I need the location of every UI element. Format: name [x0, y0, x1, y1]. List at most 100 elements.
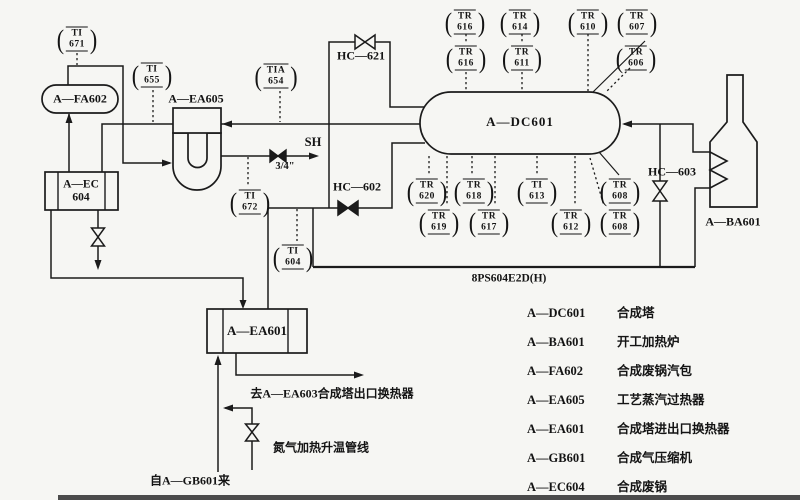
paren-left-icon	[445, 8, 452, 36]
pipe-ea601-outlet	[235, 353, 361, 376]
legend-tag: A—BA601	[527, 335, 585, 349]
instrument-number: 608	[612, 222, 628, 232]
legend-tag: A—GB601	[527, 451, 586, 465]
instrument-number: 606	[628, 58, 644, 68]
ec604-label-line2: 604	[72, 191, 90, 203]
paren-left-icon	[446, 44, 453, 72]
paren-right-icon	[306, 243, 313, 271]
valve-sh-34	[269, 148, 287, 164]
ec604-label-line1: A—EC	[63, 178, 99, 191]
pipe-furnace-to-vessel	[624, 123, 710, 153]
instrument-tag: TR	[457, 11, 473, 22]
instrument-tag: TR	[563, 211, 579, 222]
legend-tag: A—EA605	[527, 393, 585, 407]
paren-right-icon	[550, 177, 557, 205]
instrument-tag: TR	[481, 211, 497, 222]
arrow-feed-up	[214, 355, 222, 365]
valve-hc603	[651, 180, 669, 202]
paren-left-icon	[273, 243, 280, 271]
instrument-tag: TR	[512, 11, 528, 22]
legend-name: 开工加热炉	[617, 335, 680, 349]
paren-left-icon	[617, 8, 624, 36]
legend-name: 合成废锅	[617, 480, 668, 494]
paren-left-icon	[454, 177, 461, 205]
instrument-number: 607	[629, 22, 645, 32]
paren-right-icon	[633, 177, 640, 205]
instrument-number: 671	[69, 39, 85, 49]
paren-right-icon	[440, 177, 447, 205]
paren-right-icon	[533, 8, 540, 36]
pipe-hc621-bypass	[328, 41, 430, 124]
instrument-number: 655	[144, 75, 160, 85]
fa602-label: A—FA602	[53, 91, 107, 106]
legend-tag: A—EA601	[527, 422, 585, 436]
paren-right-icon	[452, 208, 459, 236]
paren-right-icon	[479, 44, 486, 72]
arrow-into-fa602	[65, 113, 73, 123]
paren-left-icon	[419, 208, 426, 236]
paren-left-icon	[469, 208, 476, 236]
paren-right-icon	[478, 8, 485, 36]
paren-right-icon	[633, 208, 640, 236]
instrument-number: 608	[612, 191, 628, 201]
hc621-label: HC—621	[337, 48, 385, 63]
instrument-tag: TI	[287, 246, 299, 257]
legend-tag: A—FA602	[527, 364, 584, 378]
paren-right-icon	[263, 188, 270, 216]
instrument-number: 672	[242, 202, 258, 212]
scan-edge-bar	[58, 495, 800, 500]
ba601-furnace	[709, 74, 758, 208]
instrument-number: 612	[563, 222, 579, 232]
annotation-to-ea603: 去A—EA603合成塔出口换热器	[250, 386, 414, 401]
furnace-coil	[708, 151, 729, 189]
paren-right-icon	[290, 62, 297, 90]
instrument-number: 620	[419, 191, 435, 201]
instrument-number: 613	[529, 191, 545, 201]
pipe-hc602-line	[268, 142, 425, 209]
instrument-tag: TR	[629, 11, 645, 22]
instrument-tag: TR	[612, 180, 628, 191]
line-spec-label: 8PS604E2D(H)	[471, 272, 547, 285]
dc601-label: A—DC601	[486, 113, 554, 129]
arrow-into-ea605-header	[222, 120, 232, 128]
paren-left-icon	[502, 44, 509, 72]
valve-ec604-drain	[90, 227, 106, 247]
instrument-number: 619	[431, 222, 447, 232]
instrument-number: 616	[457, 22, 473, 32]
legend-row: A—EA601 合成塔进出口换热器	[527, 418, 730, 437]
annotation-from-gb601: 自A—GB601来	[149, 473, 231, 488]
arrow-nitrogen-join	[223, 404, 233, 412]
paren-right-icon	[584, 208, 591, 236]
valve-hc602	[337, 199, 359, 217]
equipment	[41, 74, 758, 354]
arrow-into-ea601	[239, 300, 247, 309]
paren-left-icon	[616, 44, 623, 72]
ea605-utube	[187, 133, 208, 169]
paren-right-icon	[650, 8, 657, 36]
legend-name: 合成塔进出口换热器	[617, 422, 730, 436]
paren-left-icon	[568, 8, 575, 36]
paren-left-icon	[407, 177, 414, 205]
pipe-furnace-outlet	[694, 187, 710, 267]
paren-left-icon	[57, 25, 64, 53]
valve-nitrogen	[243, 423, 261, 442]
pipe-main-gas-line	[101, 123, 430, 172]
